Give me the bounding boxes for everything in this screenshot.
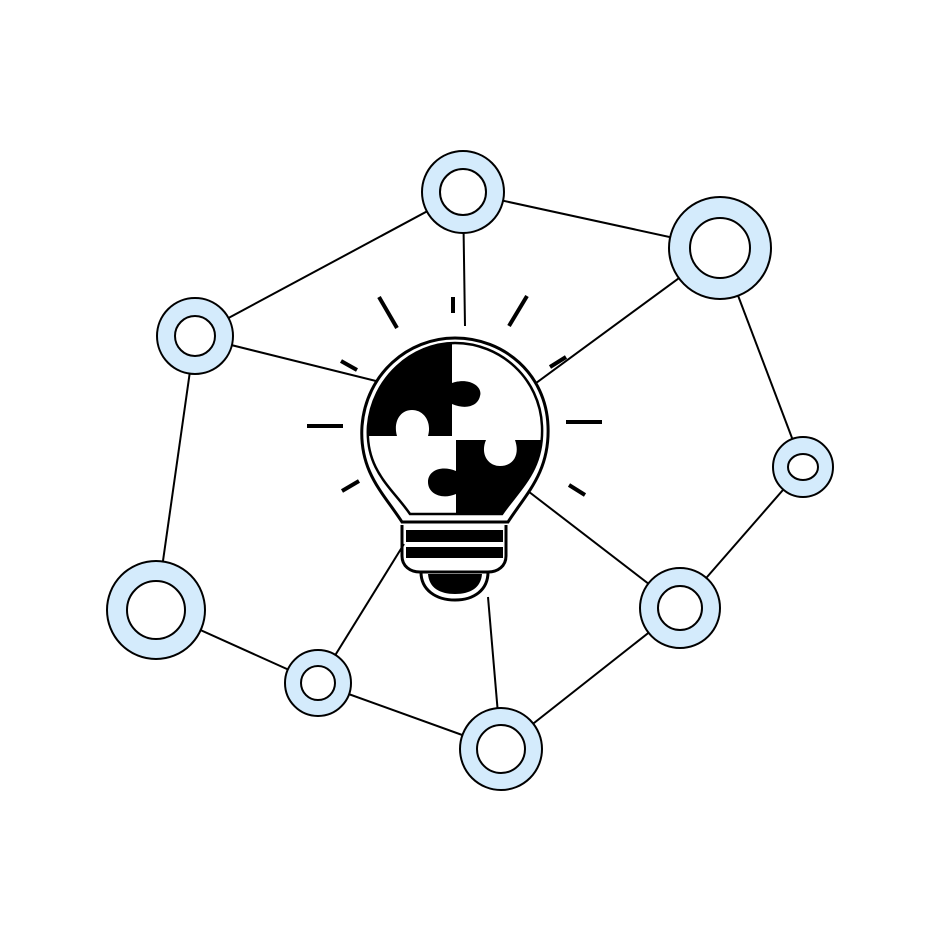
bulb-base-band-1 <box>406 530 503 542</box>
node-ring-5 <box>106 560 206 660</box>
ray-top-right <box>507 294 529 328</box>
ray-right-lower <box>567 483 587 497</box>
node-ring-4 <box>772 436 834 498</box>
network-nodes <box>106 150 834 791</box>
edge-n1-n3 <box>194 191 464 337</box>
bulb-base-band-2 <box>406 547 503 558</box>
ray-left-upper <box>340 359 358 372</box>
lightbulb-puzzle-icon <box>360 336 550 602</box>
node-ring-6 <box>639 567 721 649</box>
node-ring-3 <box>156 297 234 375</box>
node-ring-7 <box>284 649 352 717</box>
ray-right-upper <box>548 355 568 369</box>
node-ring-1 <box>421 150 505 234</box>
node-ring-8 <box>459 707 543 791</box>
ray-top-left <box>377 295 399 330</box>
ray-left-lower <box>340 479 361 493</box>
light-rays <box>307 294 602 497</box>
node-ring-2 <box>668 196 772 300</box>
